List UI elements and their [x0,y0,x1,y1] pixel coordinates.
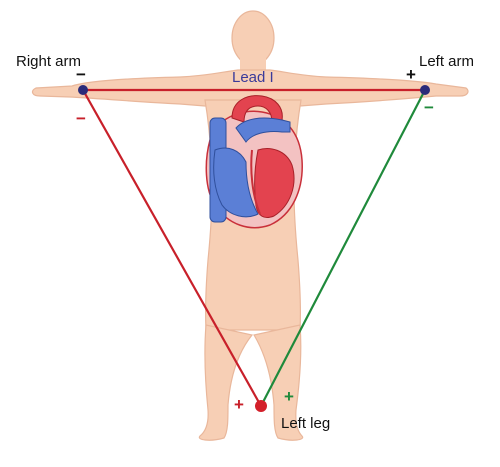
left-leg-lead-ii-positive-sign: + [234,395,244,414]
left-leg-electrode [255,400,267,412]
left-arm-label: Left arm [419,53,474,70]
left-arm-lead-iii-negative-sign: − [424,98,434,117]
lead-i-label: Lead I [232,69,274,86]
heart-cross-section [205,95,303,229]
left-arm-electrode [420,85,430,95]
left-arm-positive-sign: + [406,65,416,84]
left-leg-label: Left leg [281,415,330,432]
left-leg-lead-iii-positive-sign: + [284,387,294,406]
right-arm-label: Right arm [16,53,81,70]
right-arm-negative-sign: − [76,65,86,84]
right-arm-electrode [78,85,88,95]
right-arm-lead-ii-negative-sign: − [76,109,86,128]
lead-ii-line [82,89,262,407]
lead-iii-line [260,89,426,407]
